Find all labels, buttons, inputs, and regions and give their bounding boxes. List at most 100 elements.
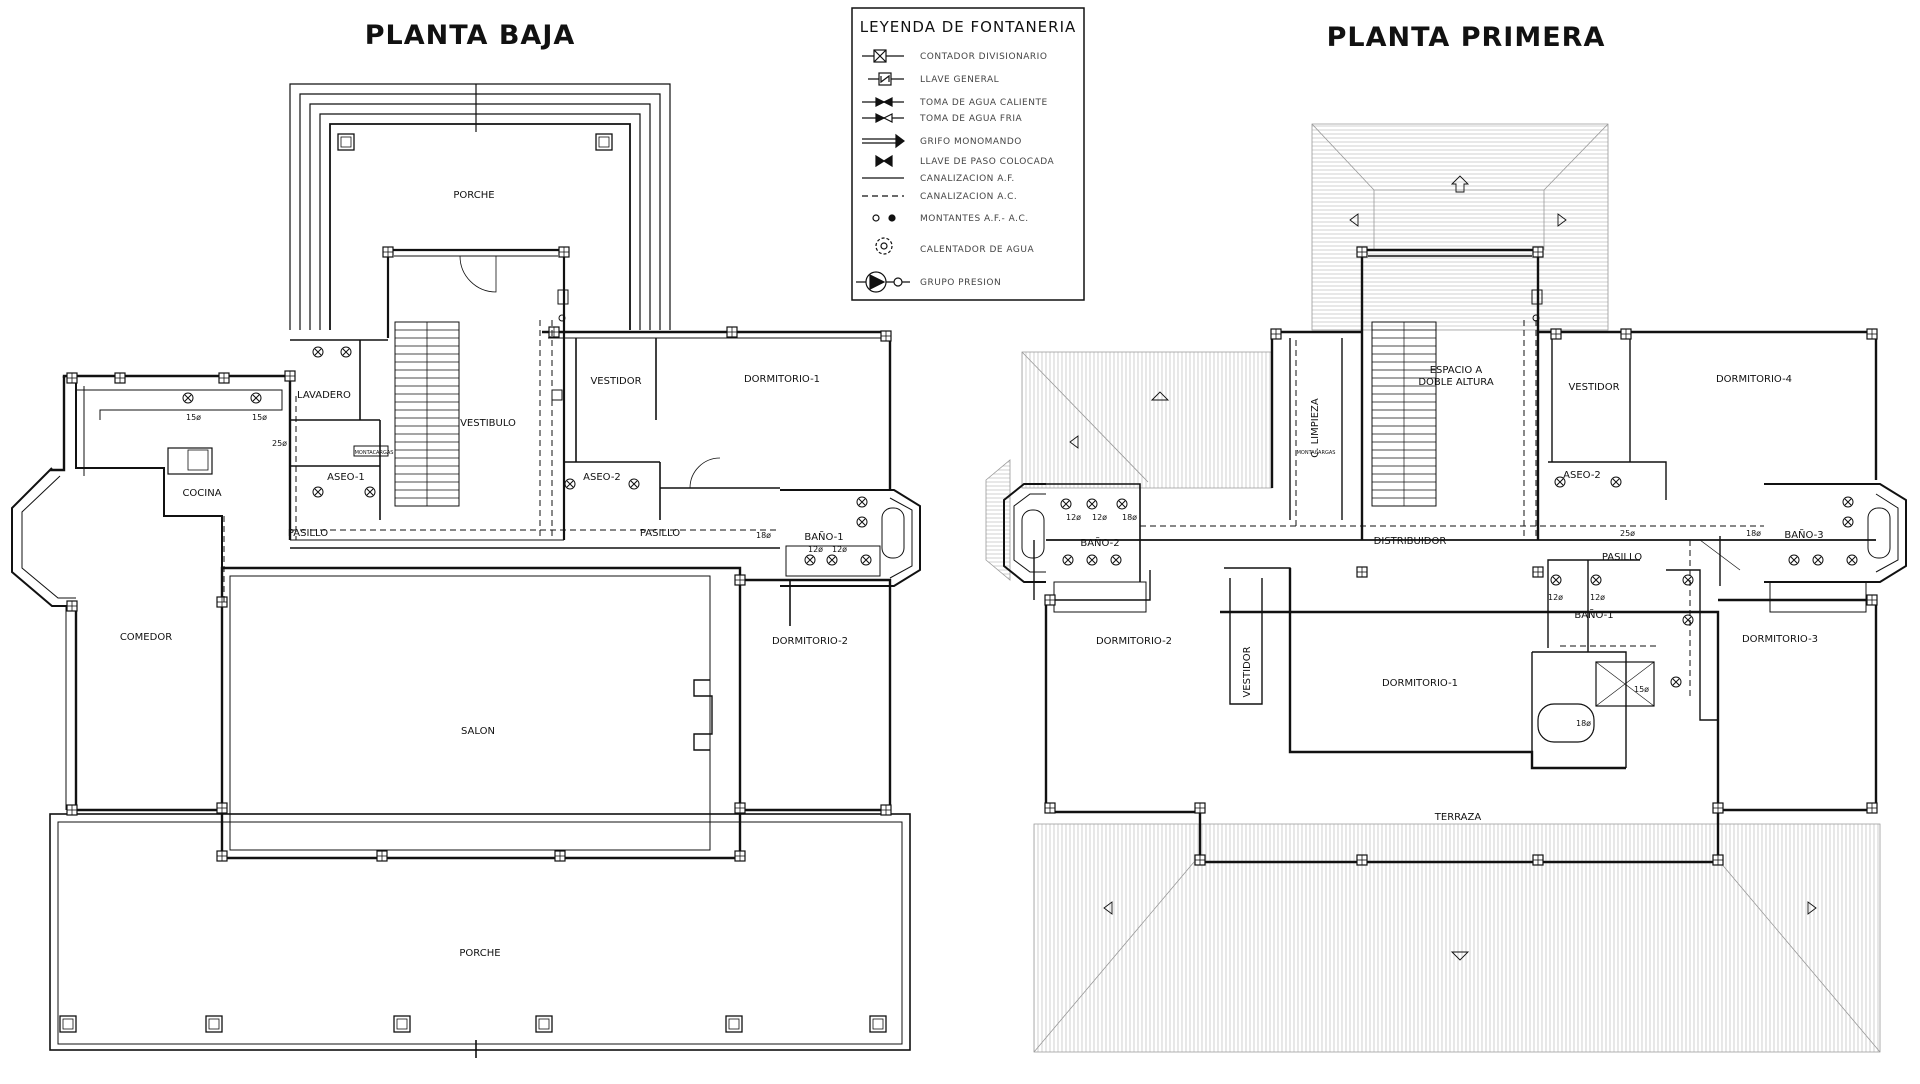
bathtub	[1537, 703, 1595, 743]
legend-label-grifo: GRIFO MONOMANDO	[920, 137, 1022, 147]
first-partitions	[1033, 255, 1741, 768]
room-espacio: ESPACIO A	[1430, 365, 1483, 376]
pipe-label-12b: 12ø	[832, 545, 847, 554]
pipe-label-18a: 18ø	[756, 531, 771, 540]
pipe-label-18c: 18ø	[1746, 529, 1761, 538]
partitions	[290, 338, 791, 626]
legend-label-contador: CONTADOR DIVISIONARIO	[920, 52, 1047, 62]
pipe-label-12a: 12ø	[808, 545, 823, 554]
grupo-presion-icon	[856, 271, 910, 293]
vestibule-walls	[386, 248, 566, 540]
pipe-label-15b: 15ø	[252, 413, 267, 422]
ground-room-labels: PORCHE LAVADERO VESTIBULO VESTIDOR DORMI…	[120, 190, 848, 959]
pipe-label-18b: 18ø	[1122, 513, 1137, 522]
room-bano1: BAÑO-1	[804, 530, 843, 543]
room-pasillo-left: PASILLO	[288, 528, 328, 539]
toma-caliente-icon	[862, 97, 904, 107]
room-comedor: COMEDOR	[120, 632, 172, 643]
grifo-icon	[862, 133, 905, 149]
ground-montacargas: MONTACARGAS	[355, 450, 394, 456]
legend-label-toma-caliente: TOMA DE AGUA CALIENTE	[919, 98, 1048, 108]
room-cocina: COCINA	[182, 488, 221, 499]
main-walls	[50, 330, 892, 860]
ground-floor-title: PLANTA BAJA	[365, 20, 576, 51]
llave-paso-icon	[875, 154, 893, 168]
roof-areas	[985, 123, 1881, 1053]
bottom-porch	[49, 813, 911, 1058]
llave-general-icon	[868, 72, 904, 86]
legend-label-grupo-presion: GRUPO PRESION	[920, 278, 1001, 288]
first-fixtures	[1060, 289, 1858, 688]
room-dormitorio3: DORMITORIO-3	[1742, 634, 1818, 645]
legend-label-calentador: CALENTADOR DE AGUA	[920, 245, 1034, 255]
pipe-label-18d: 18ø	[1576, 719, 1591, 728]
pipe-label-12d: 12ø	[1092, 513, 1107, 522]
room-bano3: BAÑO-3	[1784, 528, 1823, 541]
pipe-label-12e: 12ø	[1548, 593, 1563, 602]
pipe-label-25b: 25ø	[1620, 529, 1635, 538]
staircase	[395, 322, 459, 506]
room-aseo2-first: ASEO-2	[1563, 470, 1601, 481]
ground-pipes	[223, 320, 780, 606]
ground-columns	[66, 246, 892, 862]
bano1-bay	[780, 489, 921, 587]
first-main-walls	[1044, 248, 1878, 864]
first-columns	[1044, 246, 1878, 866]
room-pasillo-first: PASILLO	[1602, 552, 1642, 563]
room-vestidor-top: VESTIDOR	[1568, 382, 1619, 393]
pipe-label-15a: 15ø	[186, 413, 201, 422]
room-porche-top: PORCHE	[453, 190, 494, 201]
room-distribuidor: DISTRIBUIDOR	[1374, 536, 1447, 547]
first-montacargas: MONTACARGAS	[1297, 450, 1336, 456]
roof-arrows	[1069, 175, 1817, 961]
room-salon: SALON	[461, 726, 495, 737]
cocina-bay	[11, 378, 223, 607]
calentador-icon	[875, 237, 893, 255]
legend-label-canalizacion-af: CANALIZACION A.F.	[920, 174, 1015, 184]
room-terraza: TERRAZA	[1434, 812, 1482, 823]
room-dormitorio2: DORMITORIO-2	[772, 636, 848, 647]
room-dormitorio1: DORMITORIO-1	[744, 374, 820, 385]
pipe-label-12f: 12ø	[1590, 593, 1605, 602]
room-aseo1: ASEO-1	[327, 472, 365, 483]
shower	[1595, 661, 1655, 707]
legend-label-toma-fria: TOMA DE AGUA FRIA	[919, 114, 1023, 124]
top-porch	[289, 83, 671, 330]
bano2-bay	[1003, 483, 1147, 613]
room-bano2: BAÑO-2	[1080, 536, 1119, 549]
room-porche-bottom: PORCHE	[459, 948, 500, 959]
legend-label-montantes: MONTANTES A.F.- A.C.	[920, 214, 1029, 224]
room-lavadero: LAVADERO	[297, 390, 351, 401]
kitchen-island	[167, 447, 213, 475]
room-vestidor-left: VESTIDOR	[1242, 646, 1253, 697]
room-vestibulo: VESTIBULO	[460, 418, 516, 429]
room-dormitorio1-first: DORMITORIO-1	[1382, 678, 1458, 689]
first-room-labels: ESPACIO A DOBLE ALTURA C. LIMPIEZA VESTI…	[1066, 365, 1824, 823]
legend-title: LEYENDA DE FONTANERIA	[860, 18, 1077, 36]
bano3-bay	[1764, 483, 1907, 613]
room-aseo2: ASEO-2	[583, 472, 621, 483]
legend-label-canalizacion-ac: CANALIZACION A.C.	[920, 192, 1017, 202]
room-limpieza: C. LIMPIEZA	[1310, 398, 1321, 458]
first-floor-plan	[985, 123, 1907, 1053]
room-vestidor: VESTIDOR	[590, 376, 641, 387]
room-espacio-2: DOBLE ALTURA	[1418, 377, 1494, 388]
montantes-icon	[872, 214, 896, 222]
pipe-label-12c: 12ø	[1066, 513, 1081, 522]
contador-icon	[862, 49, 904, 63]
legend-label-llave-paso: LLAVE DE PASO COLOCADA	[920, 157, 1055, 167]
room-dormitorio4: DORMITORIO-4	[1716, 374, 1792, 385]
plumbing-legend: LEYENDA DE FONTANERIA CONTADOR DIVISIONA…	[851, 7, 1085, 301]
pipe-label-25a: 25ø	[272, 439, 287, 448]
legend-label-llave-general: LLAVE GENERAL	[920, 75, 999, 85]
room-pasillo-right: PASILLO	[640, 528, 680, 539]
room-dormitorio2-first: DORMITORIO-2	[1096, 636, 1172, 647]
room-bano1-first: BAÑO-1	[1574, 608, 1613, 621]
first-floor-title: PLANTA PRIMERA	[1327, 22, 1606, 53]
pipe-label-15c: 15ø	[1634, 685, 1649, 694]
first-pipes	[1140, 320, 1764, 700]
ground-floor-plan	[11, 83, 921, 1058]
toma-fria-icon	[862, 113, 904, 123]
